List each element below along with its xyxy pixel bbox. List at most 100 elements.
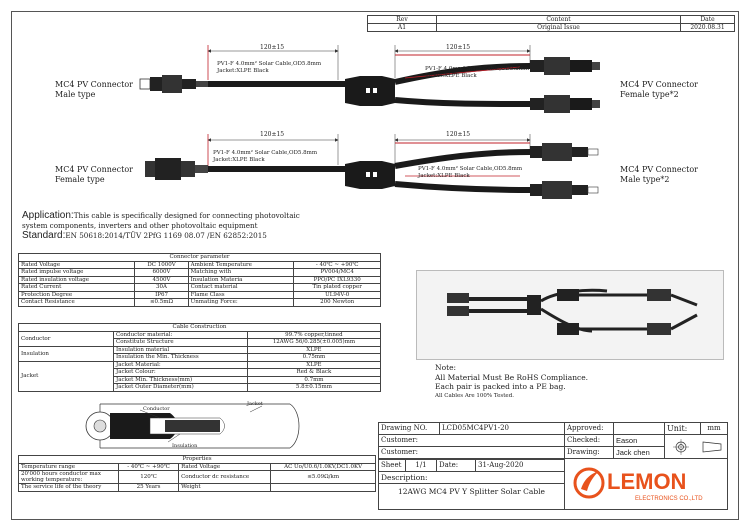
table-cell: - 40℃ ~ +90℃	[293, 260, 381, 269]
table-cell: Conductor dc resistance	[178, 470, 272, 484]
table-cell: Properties	[18, 455, 376, 464]
dim-top-right: 120±15	[446, 44, 471, 51]
table-cell: Connector parameter	[18, 253, 381, 262]
table-cell: Weight	[178, 483, 272, 492]
table-cell: Conductor	[18, 330, 114, 347]
table-cell: 6000V	[134, 268, 189, 277]
application-block: Application:This cable is specifically d…	[22, 210, 300, 241]
table-cell: 99.7% copper,tinned	[246, 330, 382, 339]
table-cell: Rated Current	[17, 283, 136, 292]
dim-bottom-left: 120±15	[260, 131, 285, 138]
table-cell: 4500V	[134, 275, 189, 284]
table-cell: Rated impulse voltage	[17, 268, 136, 277]
table-cell: Temperature range	[18, 462, 119, 471]
table-cell: Jacket Min. Thickness(mm)	[113, 375, 248, 384]
table-cell: XLPE	[246, 345, 382, 354]
table-cell: 12AWG 56/0.285(±0.005)mm	[246, 338, 382, 347]
table-row: 20'000 hours conductor max working tempe…	[18, 470, 376, 484]
table-cell: 20'000 hours conductor max working tempe…	[18, 470, 119, 484]
projection-symbol	[664, 434, 728, 459]
table-cell: Insulation material	[113, 345, 248, 354]
table-cell: Unmating Force:	[187, 298, 295, 307]
table-cell: 25 Years	[117, 483, 180, 492]
dim-bottom-right: 120±15	[446, 131, 471, 138]
table-cell: 0.75mm	[246, 353, 382, 362]
table-cell: DC 1000V	[134, 260, 189, 269]
cable-cross-section	[85, 403, 300, 449]
properties-table: Properties Temperature range- 40℃ ~ +90℃…	[18, 455, 376, 492]
logo-text: LEMON	[607, 469, 686, 494]
table-cell: PV004/MC4	[293, 268, 381, 277]
dim-top-left: 120±15	[260, 44, 285, 51]
table-cell	[270, 483, 376, 492]
table-cell: Constitute Structure	[113, 338, 248, 347]
date-value: 2020.08.31	[680, 23, 735, 32]
cross-label-jacket: Jacket	[247, 401, 263, 407]
table-cell: PPO/PC IXL9330	[293, 275, 381, 284]
table-cell: Tin plated copper	[293, 283, 381, 292]
cross-label-conductor: Conductor	[143, 406, 170, 412]
table-cell: Jacket Material:	[113, 360, 248, 369]
table-cell: 0.7mm	[246, 375, 382, 384]
table-cell: 200 Newton	[293, 298, 381, 307]
table-cell: Protection Degree	[17, 290, 136, 299]
drawing-frame	[11, 11, 739, 520]
table-cell: ≤5.09Ω/km	[270, 470, 376, 484]
table-cell: Contact Resistance	[17, 298, 136, 307]
table-cell: 5.8±0.15mm	[246, 383, 382, 392]
table-cell: Insulation	[18, 345, 114, 362]
table-cell: Red & Black	[246, 368, 382, 377]
table-cell: Jacket Outer Diameter(mm)	[113, 383, 248, 392]
company-logo: LEMON ELECTRONICS CO.,LTD	[564, 458, 728, 510]
table-cell: Ambient Temperature	[187, 260, 295, 269]
table-cell: 30A	[134, 283, 189, 292]
table-cell: Rated Voltage	[178, 462, 272, 471]
table-cell: Matching with	[187, 268, 295, 277]
table-cell: Conductor material:	[113, 330, 248, 339]
table-cell: 120℃	[117, 470, 180, 484]
description-value: 12AWG MC4 PV Y Splitter Solar Cable	[378, 483, 565, 510]
table-cell: Insulation the Min. Thickness	[113, 353, 248, 362]
top-assembly	[139, 45, 600, 113]
table-cell: AC Uo/U0.6/1.0KV,DC1.0KV	[270, 462, 376, 471]
table-cell: XLPE	[246, 360, 382, 369]
table-cell: Rated insulation voltage	[17, 275, 136, 284]
table-cell: Insulation Materia	[187, 275, 295, 284]
table-cell: Jacket	[18, 360, 114, 392]
table-cell: IP67	[134, 290, 189, 299]
application-label: Application:	[22, 210, 74, 221]
product-photo	[416, 270, 724, 360]
bottom-assembly	[145, 134, 599, 199]
table-cell: Flame Class	[187, 290, 295, 299]
table-cell: UL94V-0	[293, 290, 381, 299]
cable-drawing	[139, 45, 600, 199]
table-cell: ≤0.5mΩ	[134, 298, 189, 307]
table-cell: - 40℃ ~ +90℃	[117, 462, 180, 471]
table-cell: Contact material	[187, 283, 295, 292]
table-cell: Cable Construction	[18, 323, 381, 332]
table-cell: Jacket Colour:	[113, 368, 248, 377]
logo-subtext: ELECTRONICS CO.,LTD	[635, 496, 703, 502]
table-cell: The service life of the theory	[18, 483, 119, 492]
table-cell: Rated Voltage	[17, 260, 136, 269]
standard-label: Standard:	[22, 230, 66, 241]
cross-label-insulation: Insulation	[172, 443, 198, 449]
note-block: Note: All Material Must Be RoHS Complian…	[435, 363, 589, 399]
